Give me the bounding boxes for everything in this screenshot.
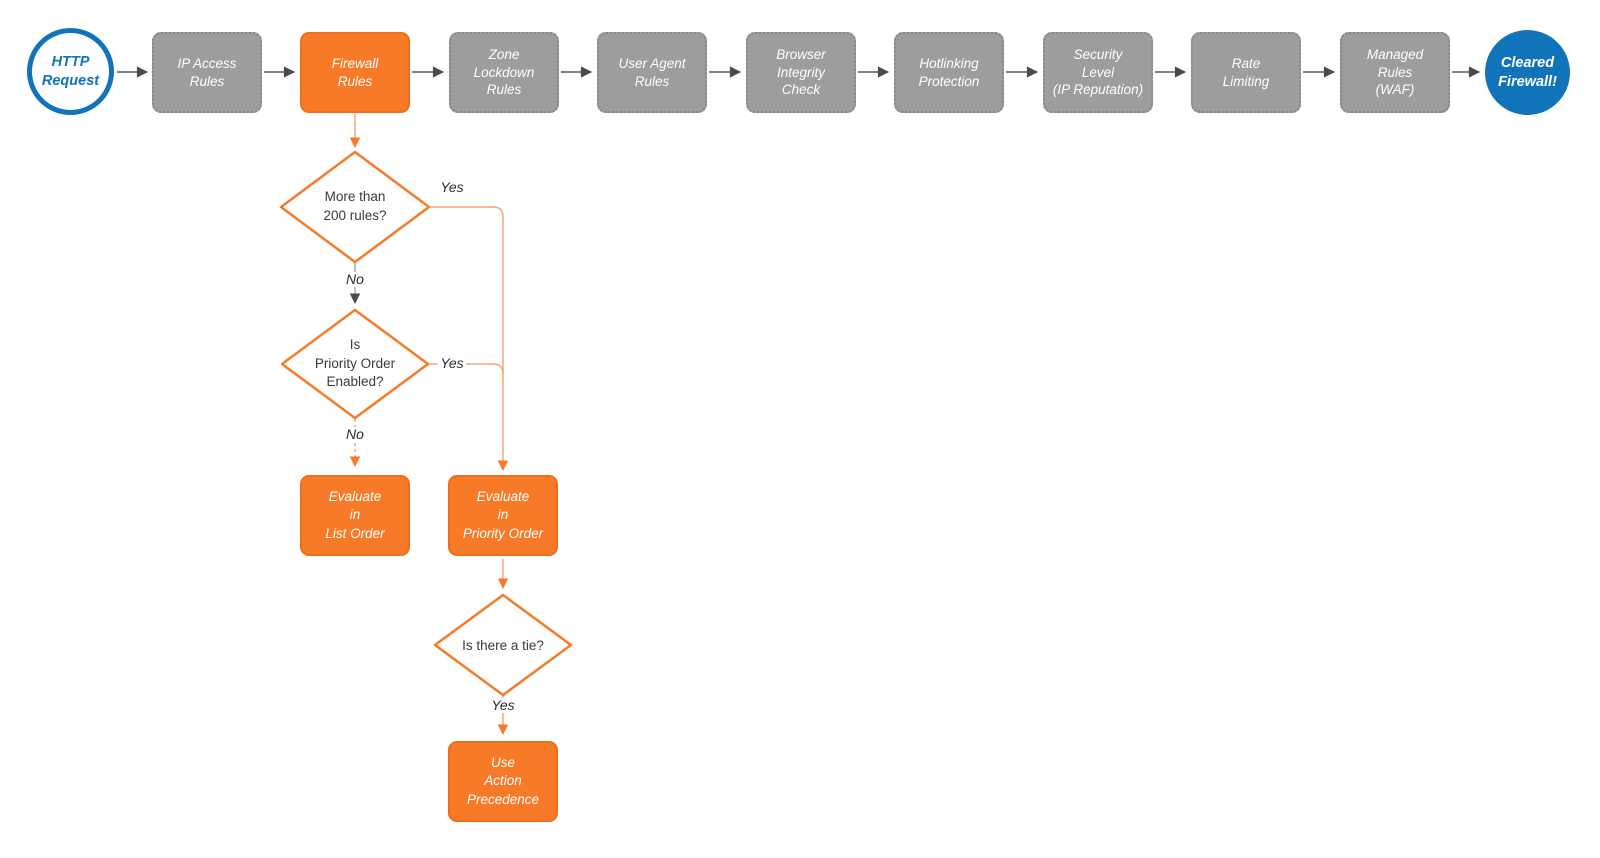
start-node-http-request: HTTP Request (27, 28, 114, 115)
decision-tie-text: Is there a tie? (462, 638, 544, 653)
step-security-level: Security Level (IP Reputation) (1043, 32, 1153, 113)
step-browser-integrity: Browser Integrity Check (746, 32, 856, 113)
decision-tie-diamond (433, 593, 573, 697)
step-zone-lockdown-rules: Zone Lockdown Rules (449, 32, 559, 113)
arrow-d2-yes-join (428, 363, 504, 375)
edge-label-d1-no: No (343, 271, 367, 288)
step-user-agent-rules: User Agent Rules (597, 32, 707, 113)
step-ip-access-rules: IP Access Rules (152, 32, 262, 113)
decision-priority-enabled-diamond (280, 308, 430, 420)
decision-rule-count-text: More than 200 rules? (323, 189, 387, 223)
edge-label-tie-yes: Yes (488, 697, 518, 714)
box-evaluate-priority-order: Evaluate in Priority Order (448, 475, 558, 556)
step-rate-limiting: Rate Limiting (1191, 32, 1301, 113)
box-evaluate-list-order: Evaluate in List Order (300, 475, 410, 556)
box-use-action-precedence: Use Action Precedence (448, 741, 558, 822)
edge-label-d2-yes: Yes (437, 355, 467, 372)
step-managed-rules-waf: Managed Rules (WAF) (1340, 32, 1450, 113)
decision-rule-count-diamond (279, 150, 431, 264)
edge-label-d2-no: No (343, 426, 367, 443)
step-firewall-rules: Firewall Rules (300, 32, 410, 113)
step-hotlinking-protection: Hotlinking Protection (894, 32, 1004, 113)
decision-priority-enabled-text: Is Priority Order Enabled? (314, 337, 396, 390)
arrow-d1-yes (429, 206, 509, 472)
end-node-cleared-firewall: Cleared Firewall! (1485, 30, 1570, 115)
edge-label-d1-yes: Yes (437, 179, 467, 196)
